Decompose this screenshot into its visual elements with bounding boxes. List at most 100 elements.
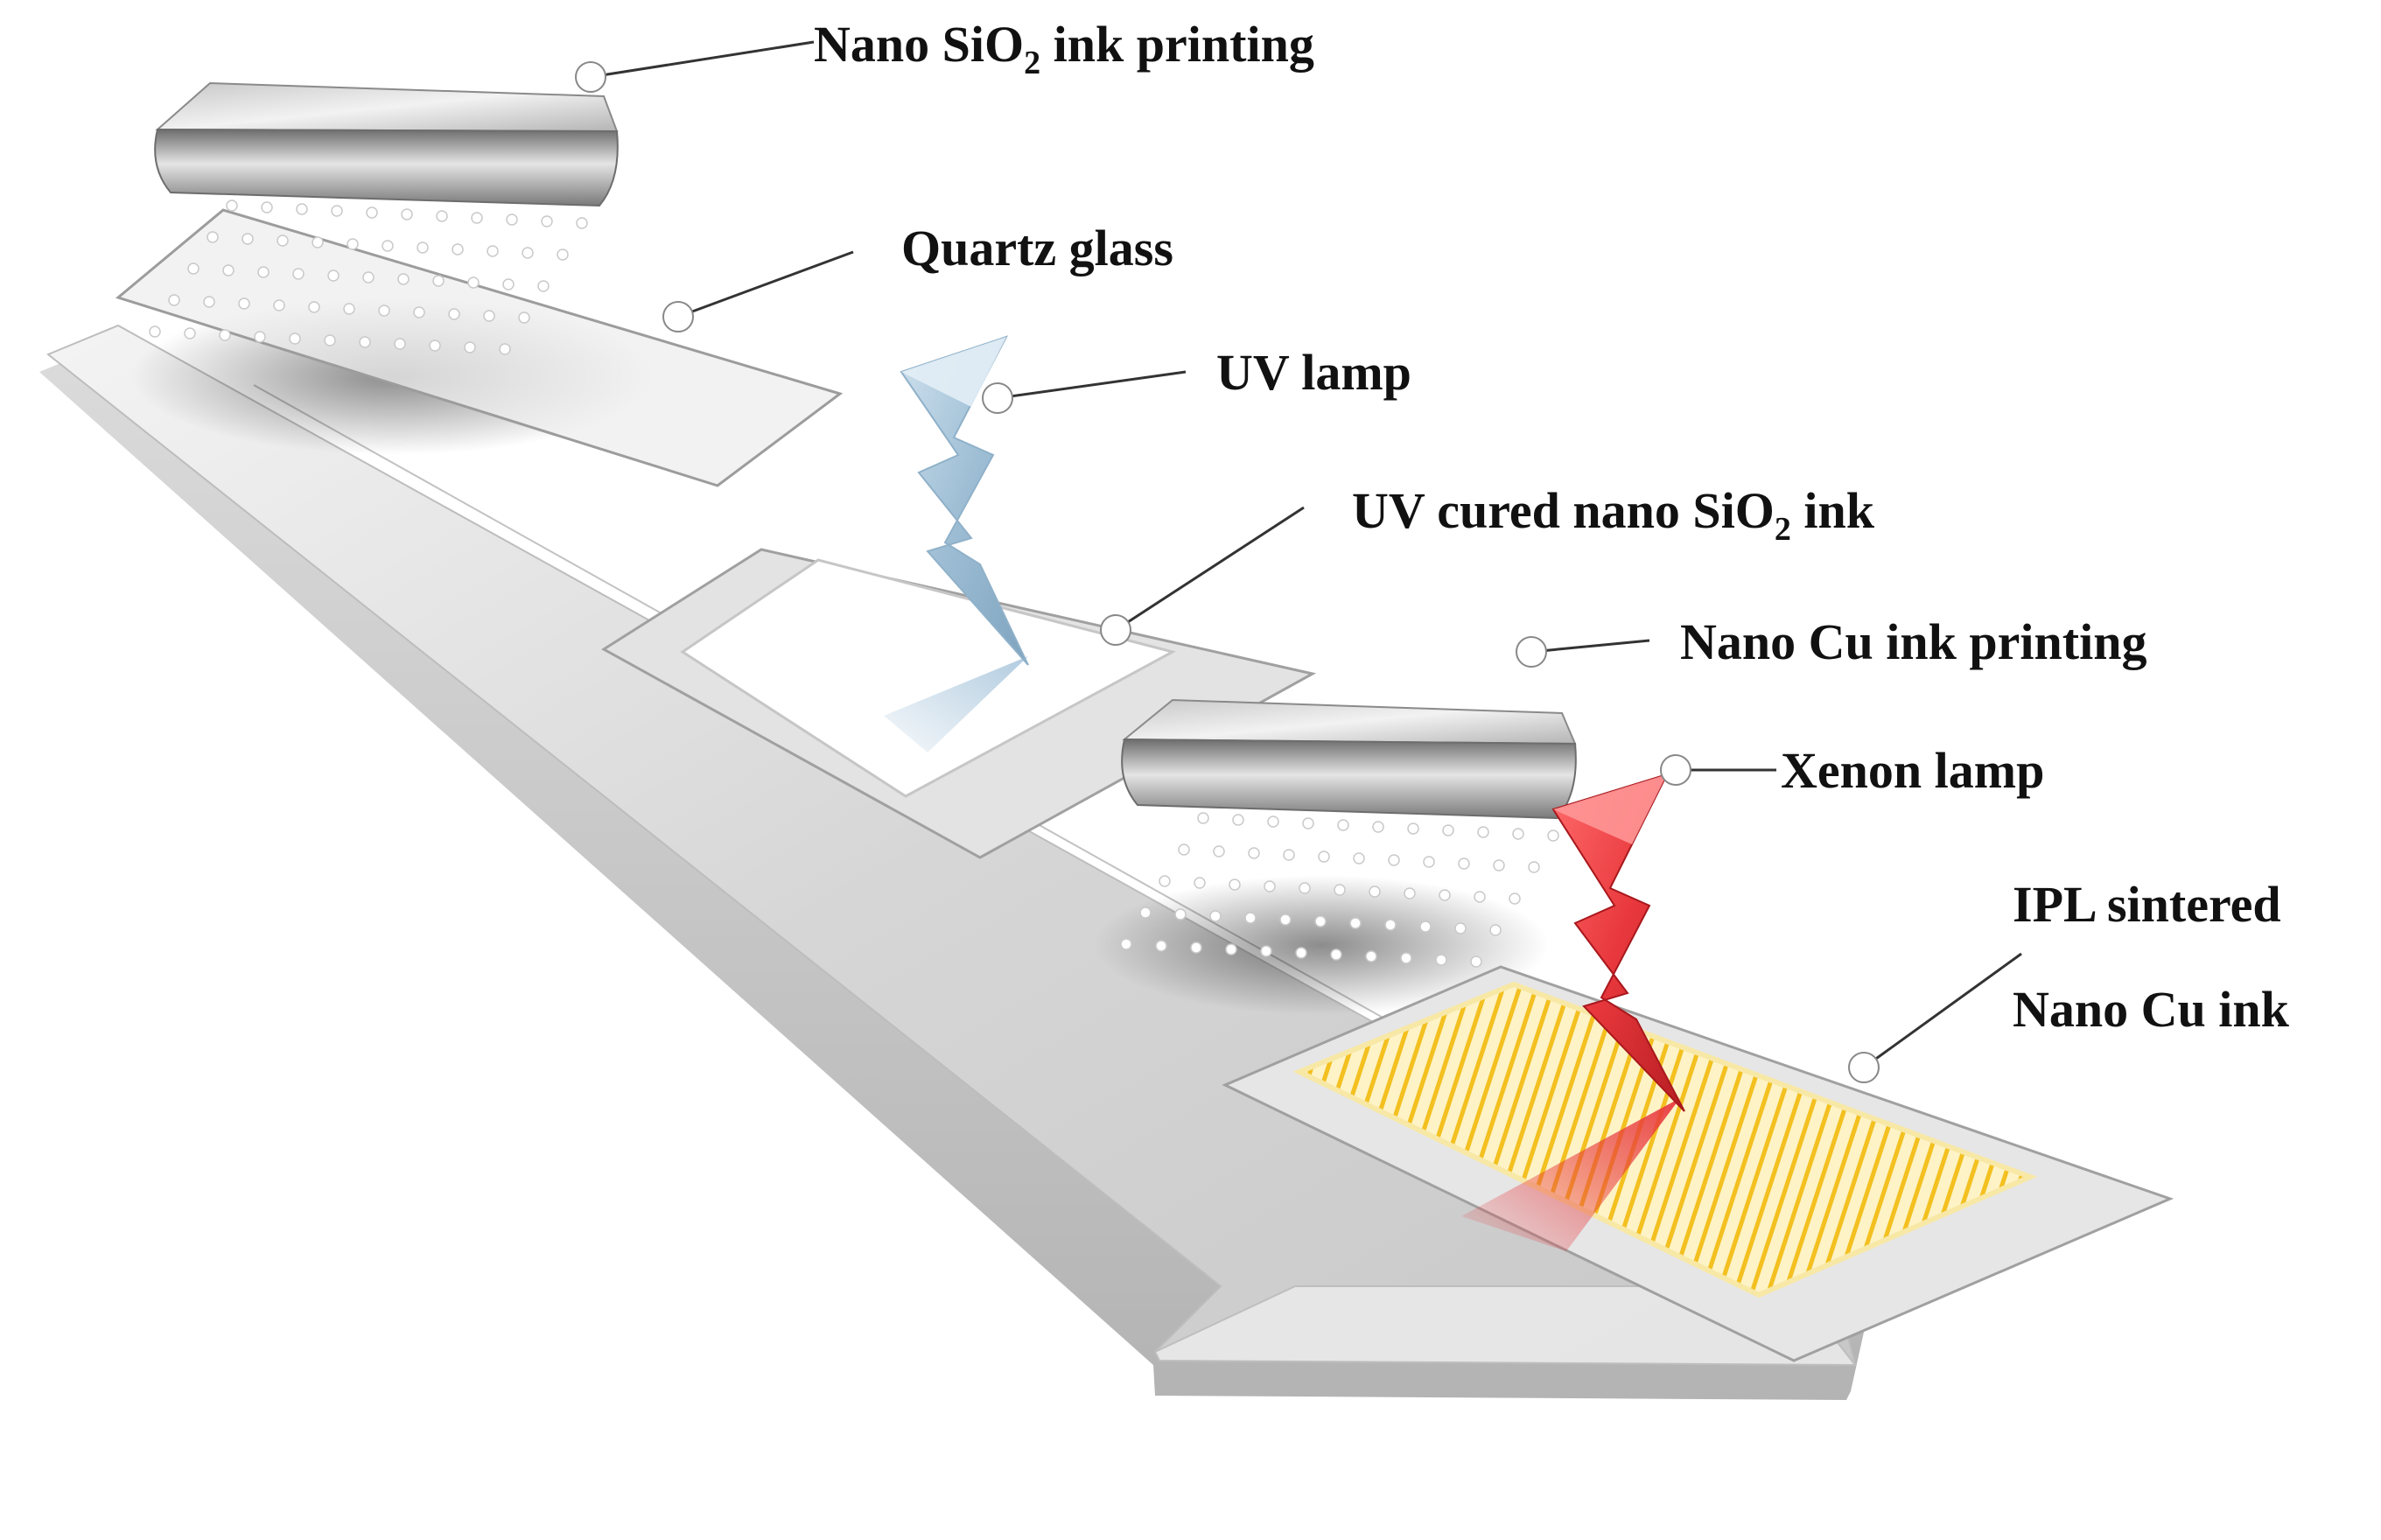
ink-droplet — [1229, 878, 1241, 891]
ink-droplet — [347, 238, 359, 250]
uv-lamp-bolt — [900, 335, 1029, 666]
ink-droplet — [308, 301, 320, 313]
ink-droplet — [1353, 852, 1365, 864]
ink-droplet — [1232, 814, 1244, 826]
ink-droplet — [222, 264, 235, 276]
ink-droplet — [184, 327, 196, 340]
ink-droplet — [1213, 845, 1225, 858]
ink-droplet — [312, 236, 324, 248]
xenon-lamp-bolt — [1551, 773, 1685, 1112]
ink-droplet — [1283, 849, 1295, 861]
uv-cured-sio2-layer — [680, 558, 1177, 798]
ink-droplet — [273, 299, 285, 312]
ink-droplet — [296, 203, 308, 215]
ink-droplet — [1365, 950, 1377, 962]
ink-droplet — [1489, 924, 1502, 936]
ink-droplet — [1139, 906, 1152, 919]
sio2-print-station — [115, 81, 844, 487]
ink-droplet — [277, 234, 289, 247]
ink-droplet — [1244, 912, 1257, 924]
ink-droplet — [1334, 884, 1346, 896]
ink-droplet — [254, 331, 266, 343]
cu-print-station — [1094, 698, 1577, 1015]
ink-droplet — [1264, 880, 1276, 892]
ink-droplet — [518, 312, 530, 324]
ink-droplet — [1470, 956, 1482, 968]
sio2-printhead — [154, 81, 619, 207]
ink-droplet — [168, 294, 180, 306]
label-uv-cured-nano-sio2-ink: UV cured nano SiO2 ink — [1352, 482, 1875, 548]
ink-droplet — [187, 262, 200, 275]
ink-droplet — [257, 266, 270, 278]
ink-droplet — [1509, 892, 1521, 905]
ink-droplet — [261, 201, 273, 214]
uv-cure-station — [601, 335, 1317, 859]
ink-droplet — [1194, 877, 1206, 889]
ink-droplet — [1349, 917, 1362, 929]
ink-droplet — [1225, 943, 1237, 956]
ink-droplet — [436, 210, 448, 222]
ink-droplet — [378, 304, 390, 317]
ink-droplet — [471, 212, 483, 224]
leader-markers — [575, 61, 1880, 1083]
ink-droplet — [219, 329, 231, 341]
ink-droplet — [1423, 856, 1435, 868]
ipl-sinter-station — [1222, 773, 2174, 1362]
sintered-cu-pattern — [1292, 981, 2038, 1298]
sio2-ink-droplets — [149, 200, 588, 355]
ink-droplet — [1260, 945, 1272, 957]
ink-droplet — [1435, 954, 1447, 966]
ink-droplet — [1295, 947, 1307, 959]
ink-droplet — [1419, 920, 1432, 933]
ink-droplet — [537, 280, 550, 292]
ink-droplet — [397, 273, 410, 285]
ink-droplet — [359, 336, 371, 348]
ink-droplet — [576, 217, 588, 229]
ink-droplet — [1178, 844, 1190, 856]
ink-droplet — [401, 208, 413, 220]
ink-droplet — [1407, 822, 1419, 835]
ink-droplet — [362, 271, 375, 284]
ink-droplet — [1120, 938, 1132, 950]
ink-droplet — [203, 296, 215, 308]
ink-droplet — [324, 334, 336, 346]
ink-droplet — [1384, 919, 1397, 931]
label-nano-cu-ink-printing: Nano Cu ink printing — [1680, 613, 2147, 670]
ink-droplet — [1314, 915, 1327, 928]
ink-droplet — [1442, 824, 1454, 836]
ink-droplet — [1302, 817, 1314, 830]
label-quartz-glass: Quartz glass — [901, 220, 1173, 276]
ink-droplet — [557, 248, 569, 261]
ink-droplet — [1474, 891, 1486, 903]
ink-droplet — [448, 308, 460, 320]
label-nano-sio2-ink-printing: Nano SiO2 ink printing — [814, 16, 1314, 81]
ink-droplet — [452, 243, 464, 256]
ink-droplet — [1493, 859, 1505, 872]
ink-droplet — [343, 303, 355, 315]
ink-droplet — [432, 275, 445, 287]
ink-droplet — [499, 343, 511, 355]
ink-droplet — [289, 332, 301, 345]
ink-droplet — [1267, 816, 1279, 828]
ink-droplet — [483, 310, 495, 322]
ink-droplet — [226, 200, 238, 212]
ink-droplet — [242, 233, 254, 245]
ink-droplet — [292, 268, 305, 280]
ink-droplet — [487, 245, 499, 257]
ink-droplet — [1477, 826, 1489, 838]
ink-droplet — [506, 214, 518, 226]
ink-droplet — [327, 270, 340, 282]
ink-droplet — [1388, 854, 1400, 866]
ink-droplet — [1372, 821, 1384, 833]
ink-droplet — [429, 340, 441, 352]
ink-droplet — [464, 341, 476, 354]
ink-droplet — [1512, 828, 1524, 840]
ink-droplet — [417, 242, 429, 254]
ink-droplet — [1528, 861, 1540, 873]
ink-droplet — [1337, 819, 1349, 831]
ink-droplet — [1369, 886, 1381, 898]
ink-droplet — [1330, 948, 1342, 961]
ink-droplet — [149, 326, 161, 338]
